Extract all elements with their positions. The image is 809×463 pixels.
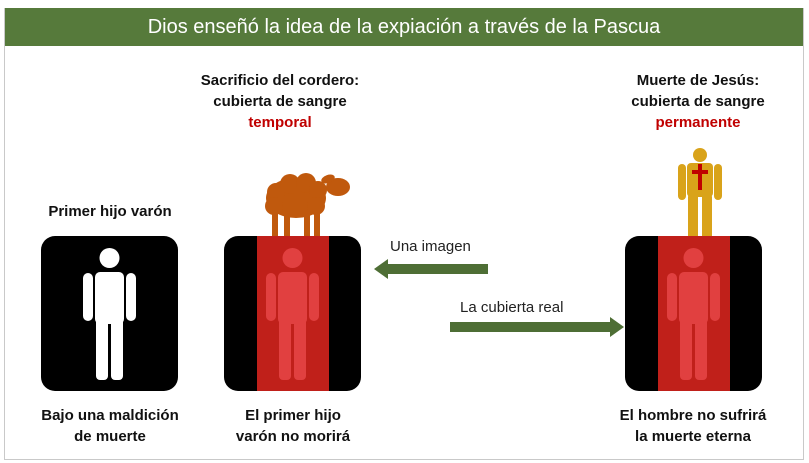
left-caption-line2: de muerte: [74, 428, 146, 445]
middle-caption: El primer hijo varón no morirá: [203, 405, 383, 447]
middle-title-line1: Sacrificio del cordero:: [200, 72, 360, 89]
left-title-text: Primer hijo varón: [48, 203, 172, 220]
card-firstborn: [41, 236, 178, 391]
right-title-highlight: permanente: [655, 114, 741, 131]
middle-title-highlight: temporal: [248, 114, 312, 131]
left-caption-line1: Bajo una maldición: [41, 407, 179, 424]
real-arrow-label: La cubierta real: [460, 299, 564, 316]
middle-title: Sacrificio del cordero: cubierta de sang…: [190, 70, 370, 133]
right-caption-line1: El hombre no sufrirá: [619, 407, 767, 424]
middle-title-line2: cubierta de sangre: [213, 93, 347, 110]
middle-caption-line2: varón no morirá: [235, 428, 351, 445]
person-icon: [266, 248, 319, 380]
middle-caption-line1: El primer hijo: [245, 407, 341, 424]
person-icon: [667, 248, 720, 380]
jesus-figure-icon: [678, 148, 722, 240]
right-title-line1: Muerte de Jesús:: [636, 72, 760, 89]
person-icon: [83, 248, 136, 380]
right-arrow-icon: [450, 317, 624, 337]
right-title: Muerte de Jesús: cubierta de sangre perm…: [608, 70, 788, 133]
left-title: Primer hijo varón: [25, 201, 195, 222]
card-covered-firstborn: [224, 236, 361, 391]
picture-arrow-label: Una imagen: [390, 238, 471, 255]
lamb-icon: [265, 173, 350, 240]
header-title: Dios enseñó la idea de la expiación a tr…: [147, 16, 661, 38]
header-bar: Dios enseñó la idea de la expiación a tr…: [5, 8, 803, 46]
right-caption-line2: la muerte eterna: [635, 428, 751, 445]
left-arrow-icon: [374, 259, 488, 279]
left-caption: Bajo una maldición de muerte: [20, 405, 200, 447]
card-covered-man: [625, 236, 762, 391]
right-caption: El hombre no sufrirá la muerte eterna: [593, 405, 793, 447]
right-title-line2: cubierta de sangre: [631, 93, 765, 110]
